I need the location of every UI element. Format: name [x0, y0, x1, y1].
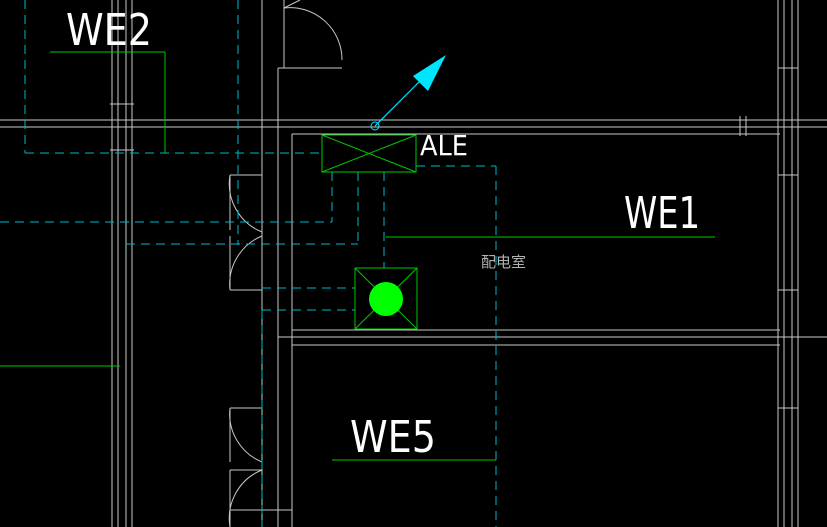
- doors: [228, 0, 343, 527]
- circuit-label-we1: WE1: [624, 188, 700, 239]
- lamp-fixture-icon[interactable]: [354, 267, 418, 330]
- circuit-label-we5: WE5: [350, 412, 436, 463]
- north-arrow-icon: [370, 55, 446, 131]
- junction-box-icon[interactable]: [321, 134, 417, 173]
- door-swing-icon: [283, 0, 343, 61]
- door-swing-icon: [228, 469, 263, 527]
- panel-label-ale: ALE: [420, 129, 468, 162]
- door-swing-icon: [229, 407, 263, 463]
- room-name-label: 配电室: [481, 253, 526, 271]
- dashed-conduits: [0, 0, 497, 527]
- circuit-label-we2: WE2: [66, 5, 152, 56]
- door-swing-icon: [229, 235, 263, 291]
- door-swing-icon: [228, 174, 263, 233]
- leader-lines: [0, 51, 715, 461]
